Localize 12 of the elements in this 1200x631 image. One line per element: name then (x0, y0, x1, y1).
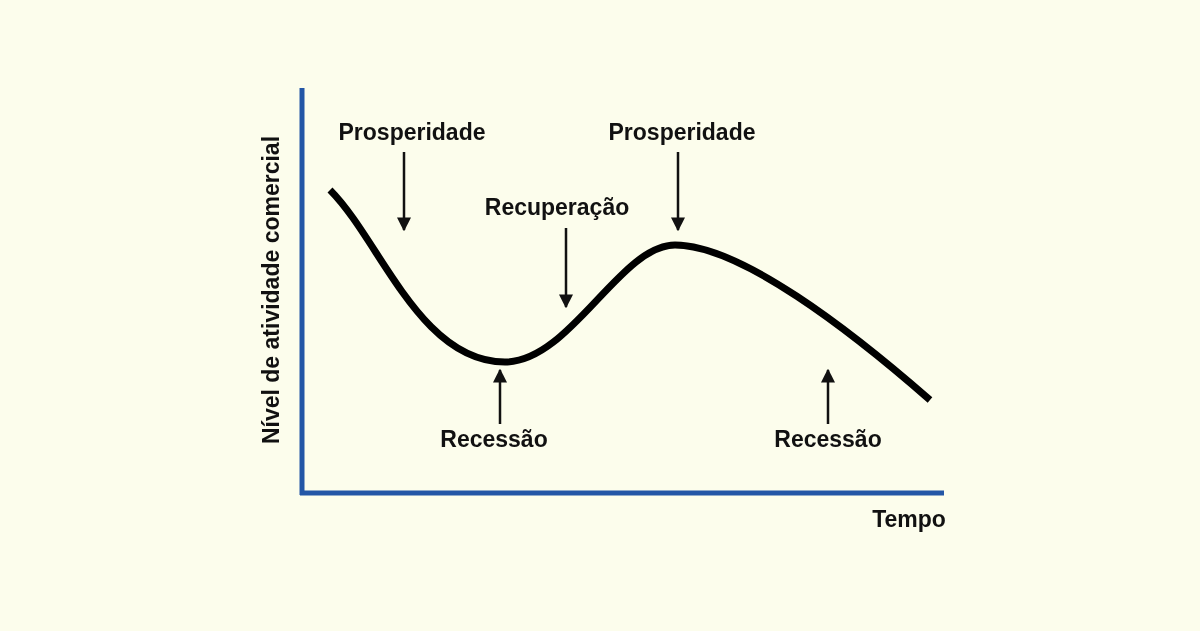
leader-arrow (493, 368, 507, 424)
leader-arrow (397, 152, 411, 232)
phase-label: Recuperação (484, 195, 630, 221)
phase-label: Prosperidade (338, 120, 486, 146)
phase-label: Recessão (440, 427, 548, 453)
leader-arrow (559, 228, 573, 309)
axis-title: Tempo (872, 507, 946, 533)
leader-arrow (821, 368, 835, 424)
phase-label: Prosperidade (608, 120, 756, 146)
phase-label: Recessão (774, 427, 882, 453)
leader-arrow (671, 152, 685, 232)
axis-title: Nível de atividade comercial (259, 135, 285, 445)
